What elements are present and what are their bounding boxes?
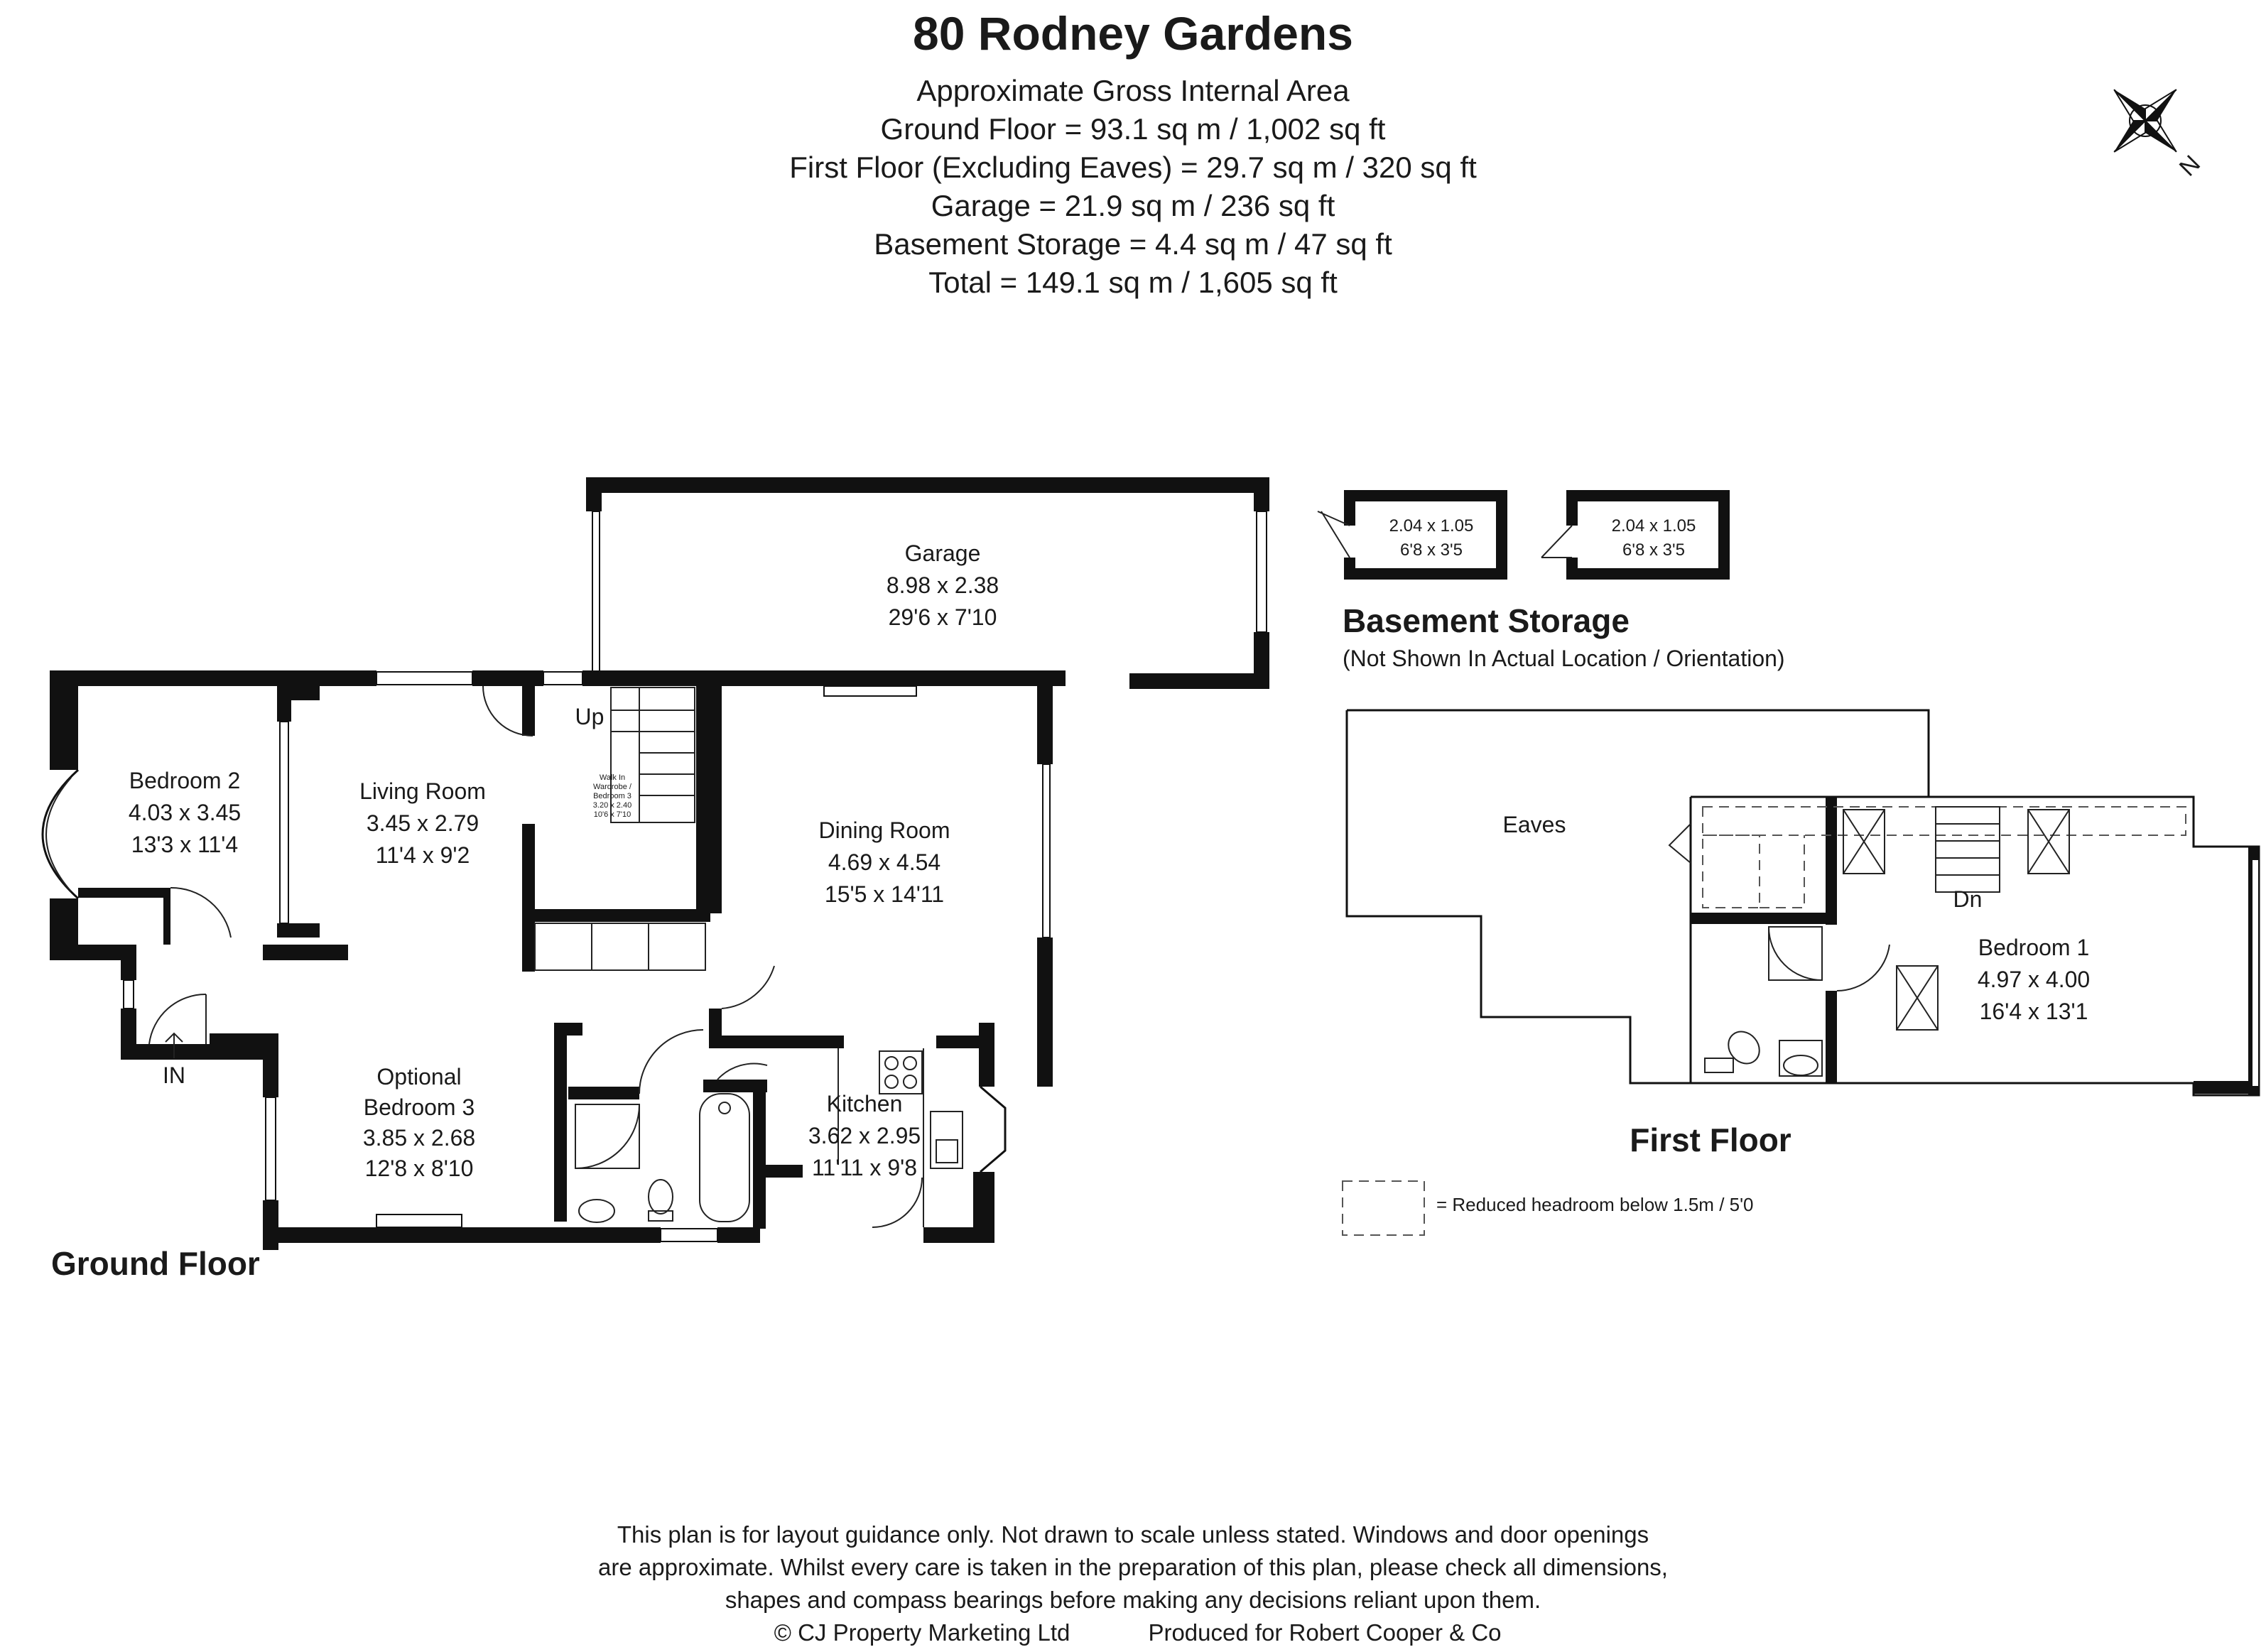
bedroom-3-name-line-2: Bedroom 3: [364, 1094, 475, 1120]
first-floor-label: First Floor: [1630, 1121, 1791, 1158]
kitchen-metric: 3.62 x 2.95: [808, 1123, 921, 1148]
wardrobe-line-5: 10'6 x 7'10: [594, 810, 631, 819]
ground-floor-plan: [41, 477, 1269, 1250]
ensuite-basin-icon: [1779, 1040, 1823, 1077]
bedroom-3-metric: 3.85 x 2.68: [363, 1125, 475, 1151]
bedroom-1-name: Bedroom 1: [1978, 935, 2090, 960]
hob-icon: [879, 1050, 923, 1094]
basement-sublabel: (Not Shown In Actual Location / Orientat…: [1343, 646, 1785, 671]
store-2-metric: 2.04 x 1.05: [1612, 516, 1696, 536]
area-total: Total = 149.1 sq m / 1,605 sq ft: [928, 266, 1338, 299]
stairs-down-label: Dn: [1953, 886, 1983, 912]
area-first-floor: First Floor (Excluding Eaves) = 29.7 sq …: [789, 151, 1477, 184]
wardrobe-line-2: Wardrobe /: [593, 783, 632, 791]
basement-labels: 2.04 x 1.05 6'8 x 3'5 2.04 x 1.05 6'8 x …: [1343, 516, 1785, 671]
legend: = Reduced headroom below 1.5m / 5'0: [1342, 1180, 1754, 1236]
header: 80 Rodney Gardens Approximate Gross Inte…: [789, 7, 1477, 299]
stairs-up-label: Up: [575, 704, 605, 729]
first-floor-plan: [1345, 709, 2260, 1097]
dining-room-metric: 4.69 x 4.54: [828, 849, 940, 875]
living-room-metric: 3.45 x 2.79: [367, 810, 479, 836]
area-basement: Basement Storage = 4.4 sq m / 47 sq ft: [874, 227, 1392, 261]
page-title: 80 Rodney Gardens: [913, 7, 1353, 60]
first-floor-staircase-icon: [1935, 806, 2000, 893]
wardrobe-line-4: 3.20 x 2.40: [593, 801, 631, 810]
living-room-imperial: 11'4 x 9'2: [376, 842, 470, 868]
skylight-icon: [1843, 809, 2070, 1031]
footer: This plan is for layout guidance only. N…: [598, 1521, 1668, 1646]
compass-north-label: N: [2174, 150, 2206, 181]
bedroom-3-name-line-1: Optional: [376, 1064, 461, 1089]
bedroom-1-metric: 4.97 x 4.00: [1978, 967, 2090, 992]
entrance-label: IN: [163, 1063, 185, 1088]
kitchen-imperial: 11'11 x 9'8: [812, 1155, 917, 1180]
bedroom-2-name: Bedroom 2: [129, 768, 241, 793]
copyright: © CJ Property Marketing Ltd: [774, 1619, 1070, 1646]
ensuite-shower-icon: [1768, 926, 1823, 981]
toilet-icon: [648, 1179, 673, 1222]
entrance-arrow-icon: [165, 1032, 183, 1058]
kitchen-name: Kitchen: [827, 1091, 903, 1116]
eaves-label: Eaves: [1503, 812, 1566, 837]
wardrobe-line-1: Walk In: [600, 773, 625, 782]
reduced-headroom-swatch: [1342, 1180, 1425, 1236]
bedroom-1-imperial: 16'4 x 13'1: [1980, 999, 2088, 1024]
compass-rose-icon: [2113, 89, 2177, 153]
garage-name: Garage: [905, 540, 981, 566]
ground-floor-label: Ground Floor: [51, 1245, 260, 1282]
disclaimer-line-3: shapes and compass bearings before makin…: [725, 1587, 1541, 1613]
produced-for: Produced for Robert Cooper & Co: [1148, 1619, 1501, 1646]
living-room-name: Living Room: [359, 778, 486, 804]
disclaimer-line-2: are approximate. Whilst every care is ta…: [598, 1554, 1668, 1580]
bathtub-icon: [699, 1093, 750, 1222]
sink-icon: [930, 1111, 963, 1169]
basement-storage-plan: [1317, 490, 1730, 580]
shower-icon: [575, 1104, 640, 1169]
wardrobe-line-3: Bedroom 3: [593, 792, 631, 800]
legend-text: = Reduced headroom below 1.5m / 5'0: [1436, 1194, 1754, 1215]
bedroom-2-imperial: 13'3 x 11'4: [131, 832, 238, 857]
garage-imperial: 29'6 x 7'10: [889, 604, 997, 630]
dining-room-imperial: 15'5 x 14'11: [825, 881, 944, 907]
dining-room-name: Dining Room: [819, 817, 950, 843]
store-1-metric: 2.04 x 1.05: [1389, 516, 1474, 536]
first-floor-labels: Eaves Dn Bedroom 1 4.97 x 4.00 16'4 x 13…: [1503, 812, 2091, 1158]
basement-label: Basement Storage: [1343, 602, 1630, 639]
bedroom-2-metric: 4.03 x 3.45: [129, 800, 241, 825]
area-garage: Garage = 21.9 sq m / 236 sq ft: [931, 189, 1335, 222]
bedroom-3-imperial: 12'8 x 8'10: [365, 1156, 474, 1181]
store-1-imperial: 6'8 x 3'5: [1400, 540, 1463, 560]
area-ground-floor: Ground Floor = 93.1 sq m / 1,002 sq ft: [881, 112, 1386, 146]
garage-metric: 8.98 x 2.38: [887, 572, 999, 598]
basin-icon: [578, 1199, 615, 1223]
ensuite-toilet-icon: [1704, 1031, 1760, 1073]
ground-floor-labels: Garage 8.98 x 2.38 29'6 x 7'10 Bedroom 2…: [51, 540, 999, 1282]
disclaimer-line-1: This plan is for layout guidance only. N…: [617, 1521, 1649, 1548]
staircase-icon: [610, 687, 695, 823]
area-heading: Approximate Gross Internal Area: [916, 74, 1350, 107]
store-2-imperial: 6'8 x 3'5: [1622, 540, 1685, 560]
